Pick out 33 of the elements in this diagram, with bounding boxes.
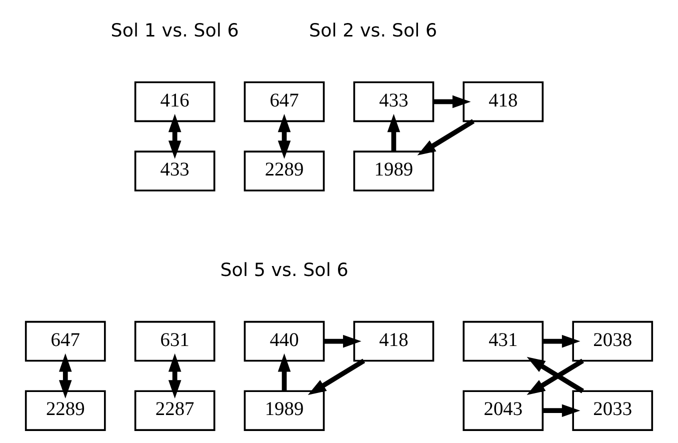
node-box: 433 <box>353 81 434 122</box>
node-box: 418 <box>353 320 434 362</box>
node-box: 647 <box>24 320 106 362</box>
arrow <box>387 114 400 152</box>
node-box: 631 <box>134 320 216 362</box>
node-box: 2289 <box>244 150 325 192</box>
node-box: 433 <box>134 150 216 192</box>
node-box: 1989 <box>353 150 434 192</box>
node-box: 431 <box>462 320 544 362</box>
arrow <box>308 358 366 395</box>
node-box: 2287 <box>134 390 216 431</box>
node-box: 418 <box>462 81 544 122</box>
arrow <box>434 95 471 108</box>
node-box: 2043 <box>462 390 544 431</box>
node-box: 1989 <box>244 390 325 431</box>
arrow <box>168 353 182 398</box>
arrow <box>542 334 580 348</box>
arrow <box>417 119 475 156</box>
arrow <box>168 114 182 159</box>
node-box: 647 <box>244 81 325 122</box>
node-box: 440 <box>244 320 325 362</box>
arrow <box>58 353 72 398</box>
label: Sol 2 vs. Sol 6 <box>309 20 438 42</box>
node-box: 2289 <box>24 390 106 431</box>
arrow <box>542 404 580 417</box>
node-box: 2038 <box>572 320 654 362</box>
label: Sol 1 vs. Sol 6 <box>110 20 239 42</box>
arrow <box>278 353 291 392</box>
node-box: 416 <box>134 81 216 122</box>
label: Sol 5 vs. Sol 6 <box>220 260 348 282</box>
node-box: 2033 <box>572 390 654 431</box>
arrow <box>324 334 362 348</box>
arrow <box>278 114 291 159</box>
